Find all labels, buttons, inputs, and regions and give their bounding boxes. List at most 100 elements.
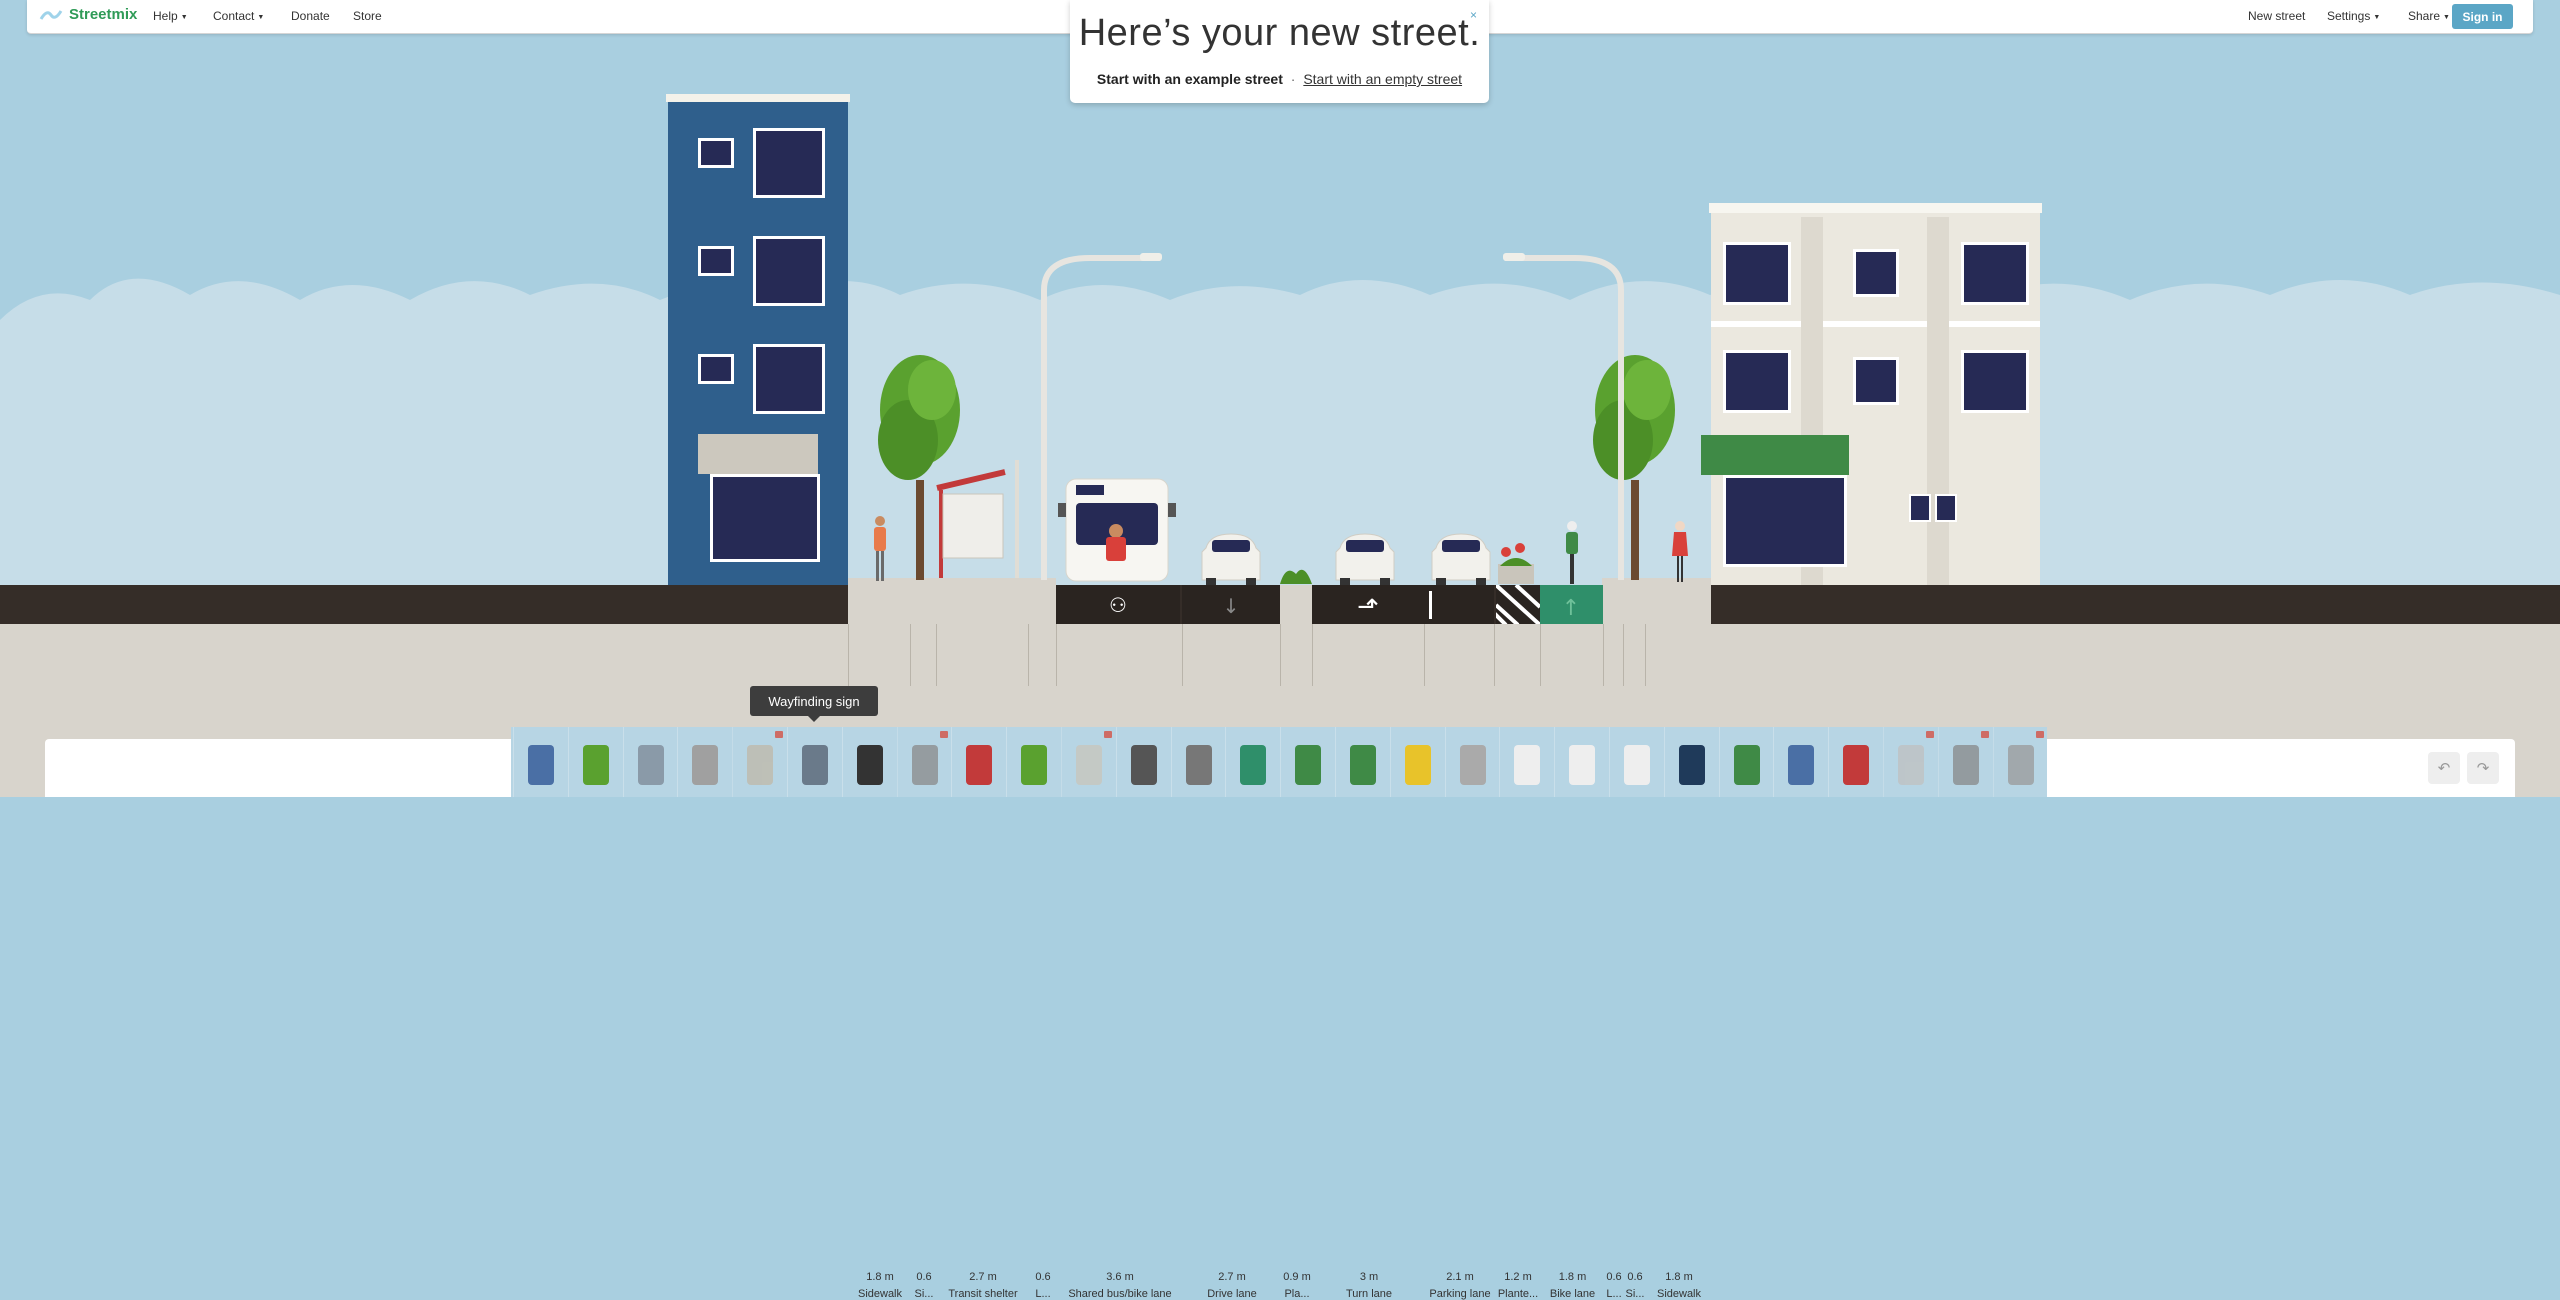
flex-zone-curb-icon <box>1459 745 1486 785</box>
caret-down-icon: ▼ <box>257 14 265 21</box>
transit-shelter-graphic <box>936 460 1019 578</box>
segment-width[interactable]: 1.2 m <box>1504 1271 1532 1283</box>
palette-item-wayfinding-sign[interactable] <box>787 727 842 797</box>
settings-label: Settings <box>2327 9 2371 23</box>
palette-item-bench[interactable] <box>677 727 732 797</box>
sidewalk-people-icon <box>528 745 554 785</box>
segment-width[interactable]: 0.6 <box>1606 1271 1622 1283</box>
pedestrian-left <box>874 516 886 581</box>
palette-item-traffic-cone[interactable] <box>1061 727 1116 797</box>
palette-item-sidewalk-people[interactable] <box>513 727 568 797</box>
right-sidewalk-base <box>1603 585 1711 625</box>
segment-4[interactable]: 3.6 m Shared bus/bike lane <box>1056 624 1183 1300</box>
train-icon <box>1952 745 1979 785</box>
right-building <box>1701 203 2042 585</box>
palette-item-parklet[interactable] <box>1006 727 1061 797</box>
palette-item-utilities[interactable] <box>1992 727 2048 797</box>
palette-item-transit-shelter[interactable] <box>1883 727 1938 797</box>
bus-graphic <box>1058 478 1176 582</box>
palette-item-scooter[interactable] <box>1170 727 1226 797</box>
segment-width[interactable]: 0.6 <box>916 1271 932 1283</box>
close-icon[interactable]: × <box>1469 8 1477 22</box>
utilities-icon <box>2007 745 2034 785</box>
segment-5[interactable]: 2.7 m Drive lane <box>1182 624 1281 1300</box>
palette-item-drive-lane[interactable] <box>1554 727 1609 797</box>
palette-item-bike-lane[interactable] <box>1225 727 1280 797</box>
segment-width[interactable]: 3.6 m <box>1106 1271 1134 1283</box>
palette-item-brt-station[interactable] <box>1828 727 1883 797</box>
segment-9[interactable]: 1.2 m Plante... <box>1494 624 1541 1300</box>
palette-item-flex-zone-curb[interactable] <box>1444 727 1500 797</box>
drive-lane-icon <box>1569 745 1596 785</box>
segment-width[interactable]: 1.8 m <box>1665 1271 1693 1283</box>
segment-width[interactable]: 0.6 <box>1627 1271 1643 1283</box>
segment-name: Shared bus/bike lane <box>1068 1288 1172 1300</box>
store-link[interactable]: Store <box>353 9 382 23</box>
new-street-link[interactable]: New street <box>2248 9 2306 23</box>
palette-item-scooter-rider[interactable] <box>1115 727 1171 797</box>
palette-item-tree[interactable] <box>567 727 623 797</box>
palette-item-utility-pole[interactable] <box>896 727 952 797</box>
segment-width[interactable]: 1.8 m <box>866 1271 894 1283</box>
palette-item-outdoor-dining[interactable] <box>732 727 787 797</box>
donate-link[interactable]: Donate <box>291 9 330 23</box>
contact-menu[interactable]: Contact▼ <box>213 9 264 23</box>
segment-name: Transit shelter <box>948 1288 1018 1300</box>
undo-button[interactable]: ↶ <box>2428 752 2460 784</box>
redo-icon: ↷ <box>2476 760 2490 777</box>
lock-icon <box>1980 731 1989 738</box>
segment-name: Si... <box>914 1288 934 1300</box>
palette-item-food-truck[interactable] <box>1335 727 1390 797</box>
streetmix-logo[interactable]: Streetmix <box>39 6 137 23</box>
segment-width[interactable]: 0.9 m <box>1283 1271 1311 1283</box>
svg-text:↑: ↑ <box>1562 596 1580 621</box>
cyclist-graphic <box>1566 521 1578 584</box>
empty-street-link[interactable]: Start with an empty street <box>1303 71 1463 87</box>
bike-lane-surface: ↑ <box>1540 585 1603 625</box>
palette-item-bus-lane[interactable] <box>1663 727 1719 797</box>
palette-item-bikeshare[interactable] <box>1280 727 1335 797</box>
palette-item-taxi[interactable] <box>1389 727 1445 797</box>
segment-width[interactable]: 3 m <box>1359 1271 1379 1283</box>
example-street-link[interactable]: Start with an example street <box>1096 71 1283 87</box>
palette-item-bike-rack[interactable] <box>622 727 678 797</box>
segment-width[interactable]: 2.7 m <box>969 1271 997 1283</box>
app-name: Streetmix <box>69 6 138 23</box>
share-menu[interactable]: Share▼ <box>2408 9 2450 23</box>
help-menu[interactable]: Help▼ <box>153 9 188 23</box>
segment-width[interactable]: 1.8 m <box>1558 1271 1587 1283</box>
redo-button[interactable]: ↷ <box>2467 752 2499 784</box>
scooter-icon <box>1185 745 1212 785</box>
segment-width[interactable]: 2.1 m <box>1446 1271 1474 1283</box>
svg-text:⚇: ⚇ <box>1109 593 1127 617</box>
segment-name: Drive lane <box>1207 1288 1257 1300</box>
palette-item-planter-box[interactable] <box>951 727 1006 797</box>
contact-label: Contact <box>213 9 255 23</box>
palette-item-light-rail[interactable] <box>1773 727 1828 797</box>
settings-menu[interactable]: Settings▼ <box>2327 9 2380 23</box>
lock-icon <box>1104 731 1112 738</box>
caret-down-icon: ▼ <box>2443 14 2450 21</box>
palette-item-train[interactable] <box>1937 727 1993 797</box>
segment-width[interactable]: 0.6 <box>1035 1271 1051 1283</box>
palette-item-streetcar[interactable] <box>1718 727 1774 797</box>
palette-item-street-lamp[interactable] <box>841 727 897 797</box>
segment-width[interactable]: 2.7 m <box>1218 1271 1246 1283</box>
segment-name: L... <box>1606 1288 1622 1300</box>
sign-in-button[interactable]: Sign in <box>2452 4 2513 29</box>
segment-2[interactable]: 2.7 m Transit shelter <box>936 624 1029 1300</box>
svg-text:↓: ↓ <box>1223 594 1240 618</box>
palette-item-turn-lane[interactable] <box>1609 727 1664 797</box>
segment-name: Plante... <box>1497 1288 1539 1300</box>
palette-item-parking[interactable] <box>1499 727 1554 797</box>
